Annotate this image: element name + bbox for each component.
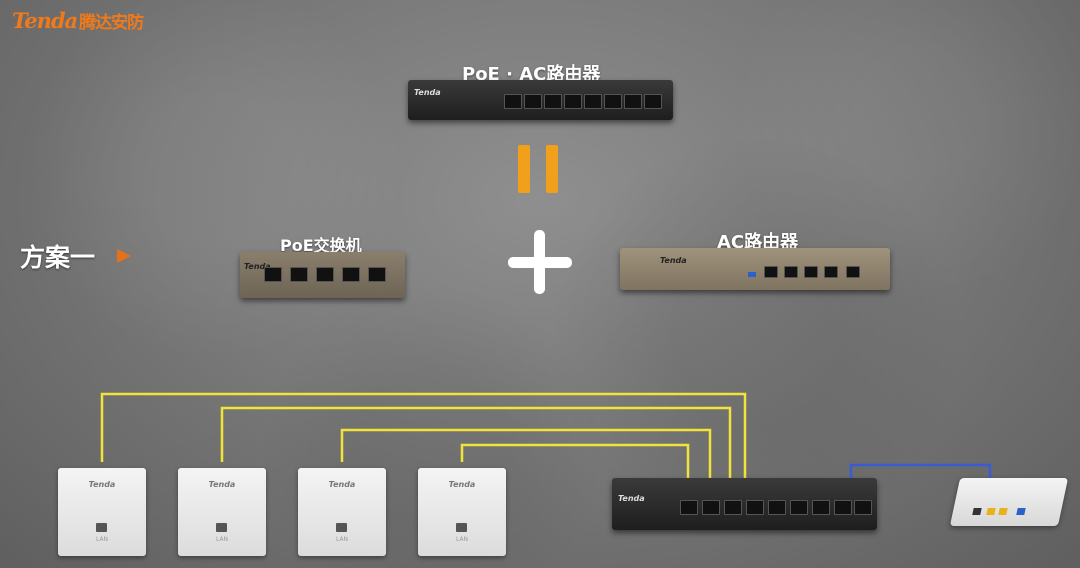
ap-port-label: LAN [215, 536, 229, 543]
scheme-label: 方案一 [20, 243, 96, 272]
ap-port [456, 523, 467, 532]
cable-ap3 [340, 428, 712, 478]
router-port [644, 94, 662, 109]
ap-logo: Tenda [88, 480, 116, 489]
switch-port [264, 267, 282, 282]
poe-switch-device: Tenda [240, 252, 405, 298]
wall-ap: Tenda LAN [58, 468, 146, 556]
router-port [604, 94, 622, 109]
poe-ac-router-label: PoE · AC路由器 [462, 64, 601, 85]
brand-logo-text: Tenda [12, 8, 78, 33]
switch-port [316, 267, 334, 282]
ap-port [96, 523, 107, 532]
router-port [834, 500, 852, 515]
switch-port [368, 267, 386, 282]
router-port [504, 94, 522, 109]
switch-logo: Tenda [244, 262, 271, 271]
modem-port [998, 508, 1008, 515]
brand-logo-cn: 腾达安防 [79, 13, 144, 33]
modem-port [972, 508, 982, 515]
router-port [584, 94, 602, 109]
router-port [624, 94, 642, 109]
router-port [812, 500, 830, 515]
switch-port [342, 267, 360, 282]
ap-port-label: LAN [455, 536, 469, 543]
ac-port [824, 266, 838, 278]
router-port [746, 500, 764, 515]
router-port [702, 500, 720, 515]
router-port [790, 500, 808, 515]
router-port [680, 500, 698, 515]
bottom-poe-router: Tenda [612, 478, 877, 530]
modem-port [986, 508, 996, 515]
router-port [854, 500, 872, 515]
ac-port [784, 266, 798, 278]
equals-icon-bar [546, 145, 558, 193]
ap-logo: Tenda [448, 480, 476, 489]
wall-ap: Tenda LAN [418, 468, 506, 556]
cable-ap2 [220, 406, 732, 478]
router-logo: Tenda [414, 88, 441, 97]
modem-port [1016, 508, 1026, 515]
ac-logo: Tenda [660, 256, 687, 265]
router-port [768, 500, 786, 515]
equals-icon [518, 145, 530, 193]
router-port [544, 94, 562, 109]
ap-logo: Tenda [328, 480, 356, 489]
cable-ap1 [100, 392, 747, 478]
router-logo: Tenda [618, 494, 645, 503]
router-port [564, 94, 582, 109]
switch-port [290, 267, 308, 282]
wall-ap: Tenda LAN [178, 468, 266, 556]
onu-modem [949, 478, 1069, 526]
ac-port [804, 266, 818, 278]
ac-port [846, 266, 860, 278]
ac-router-label: AC路由器 [717, 232, 799, 253]
poe-switch-label: PoE交换机 [280, 236, 362, 255]
ap-port-label: LAN [335, 536, 349, 543]
router-port [724, 500, 742, 515]
ap-port [216, 523, 227, 532]
ap-port-label: LAN [95, 536, 109, 543]
router-port [524, 94, 542, 109]
cable-ap4 [460, 443, 690, 478]
plus-icon-bar [534, 230, 545, 294]
ap-port [336, 523, 347, 532]
poe-ac-router-device: Tenda [408, 80, 673, 120]
usb-port [748, 272, 756, 277]
arrow-right-icon [117, 249, 131, 263]
ap-logo: Tenda [208, 480, 236, 489]
wall-ap: Tenda LAN [298, 468, 386, 556]
ac-router-device: Tenda [620, 248, 890, 290]
ac-port [764, 266, 778, 278]
